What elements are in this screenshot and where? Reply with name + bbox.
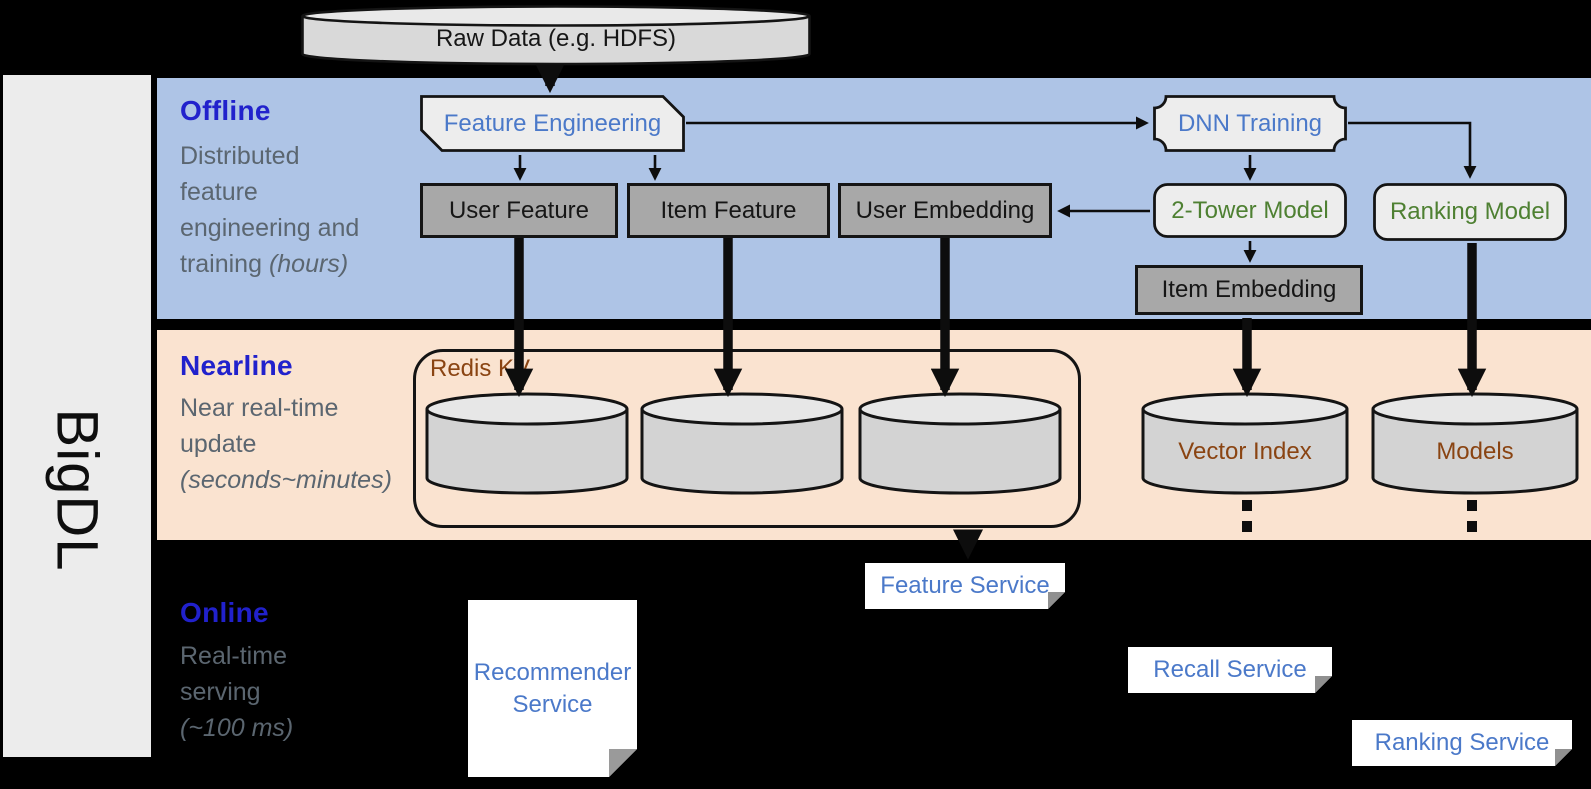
rounded-rect-shape — [1373, 183, 1567, 241]
offline-description: Distributed feature engineering and trai… — [180, 138, 432, 282]
nearline-desc-line: update — [180, 430, 257, 458]
recall-service-label: Recall Service — [1153, 656, 1307, 684]
recall-service-doc: Recall Service — [1128, 647, 1332, 693]
item-embedding-node: Item Embedding — [1135, 265, 1363, 315]
vector-index-store: Vector Index — [1140, 391, 1350, 497]
ranking-model-label: Ranking Model — [1389, 198, 1551, 225]
recommender-service-label: Recommender Service — [473, 659, 632, 718]
ranking-model-node: Ranking Model — [1373, 183, 1567, 241]
kv-store-cylinder-3 — [857, 391, 1063, 497]
offline-desc-line: feature — [180, 178, 258, 206]
online-desc-italic: (~100 ms) — [180, 714, 294, 742]
models-label: Models — [1436, 438, 1514, 465]
redis-kv-label: Redis KV — [430, 355, 531, 382]
cylinder-shape — [425, 392, 629, 495]
two-tower-model-node: 2-Tower Model — [1153, 183, 1347, 238]
plaque-shape — [1153, 95, 1347, 152]
kv-store-cylinder-2 — [639, 391, 845, 497]
cylinder-shape — [640, 392, 844, 495]
raw-data-label: Raw Data (e.g. HDFS) — [435, 25, 677, 52]
nearline-desc-italic: (seconds~minutes) — [180, 466, 392, 494]
models-store: Models — [1370, 391, 1580, 497]
kv-store-cylinder-1 — [424, 391, 630, 497]
redis-kv-container — [413, 349, 1081, 528]
feature-service-label: Feature Service — [880, 572, 1050, 600]
feature-service-doc: Feature Service — [865, 563, 1065, 609]
item-embedding-label: Item Embedding — [1161, 276, 1337, 303]
raw-data-store: Raw Data (e.g. HDFS) — [300, 4, 812, 68]
recommender-service-doc: Recommender Service — [468, 600, 637, 777]
item-feature-label: Item Feature — [660, 196, 797, 224]
offline-title: Offline — [180, 95, 271, 126]
cylinder-shape — [858, 392, 1062, 495]
nearline-desc-line: Near real-time — [180, 394, 339, 422]
vector-index-label: Vector Index — [1178, 438, 1312, 465]
nearline-description: Near real-time update (seconds~minutes) — [180, 390, 432, 498]
offline-desc-italic: (hours) — [268, 250, 349, 278]
offline-desc-line: engineering and — [180, 214, 360, 242]
user-feature-node: User Feature — [420, 183, 618, 238]
dnn-training-node: DNN Training — [1153, 95, 1347, 152]
snip-corner-shape — [420, 95, 685, 152]
cylinder-shape — [301, 5, 811, 66]
online-desc-line: serving — [180, 678, 261, 706]
cylinder-shape — [1141, 392, 1349, 495]
bigdl-brand-panel: BigDL — [3, 75, 151, 757]
offline-desc-tail: training — [180, 250, 262, 278]
offline-desc-line: Distributed — [180, 142, 300, 170]
online-description: Real-time serving (~100 ms) — [180, 638, 432, 746]
online-title: Online — [180, 597, 269, 628]
cylinder-shape — [1371, 392, 1579, 495]
user-embedding-label: User Embedding — [855, 196, 1035, 224]
rounded-rect-shape — [1153, 183, 1347, 238]
online-desc-line: Real-time — [180, 642, 287, 670]
feature-engineering-node: Feature Engineering — [420, 95, 685, 152]
two-tower-model-label: 2-Tower Model — [1171, 196, 1329, 224]
user-embedding-node: User Embedding — [838, 183, 1052, 238]
item-feature-node: Item Feature — [627, 183, 830, 238]
offline-desc-line: training (hours) — [180, 246, 432, 282]
user-feature-label: User Feature — [448, 196, 590, 224]
ranking-service-doc: Ranking Service — [1352, 720, 1572, 766]
bigdl-label: BigDL — [44, 408, 110, 572]
ranking-service-label: Ranking Service — [1374, 729, 1550, 757]
dnn-training-label: DNN Training — [1177, 109, 1323, 137]
nearline-title: Nearline — [180, 350, 293, 381]
feature-engineering-label: Feature Engineering — [443, 109, 662, 137]
